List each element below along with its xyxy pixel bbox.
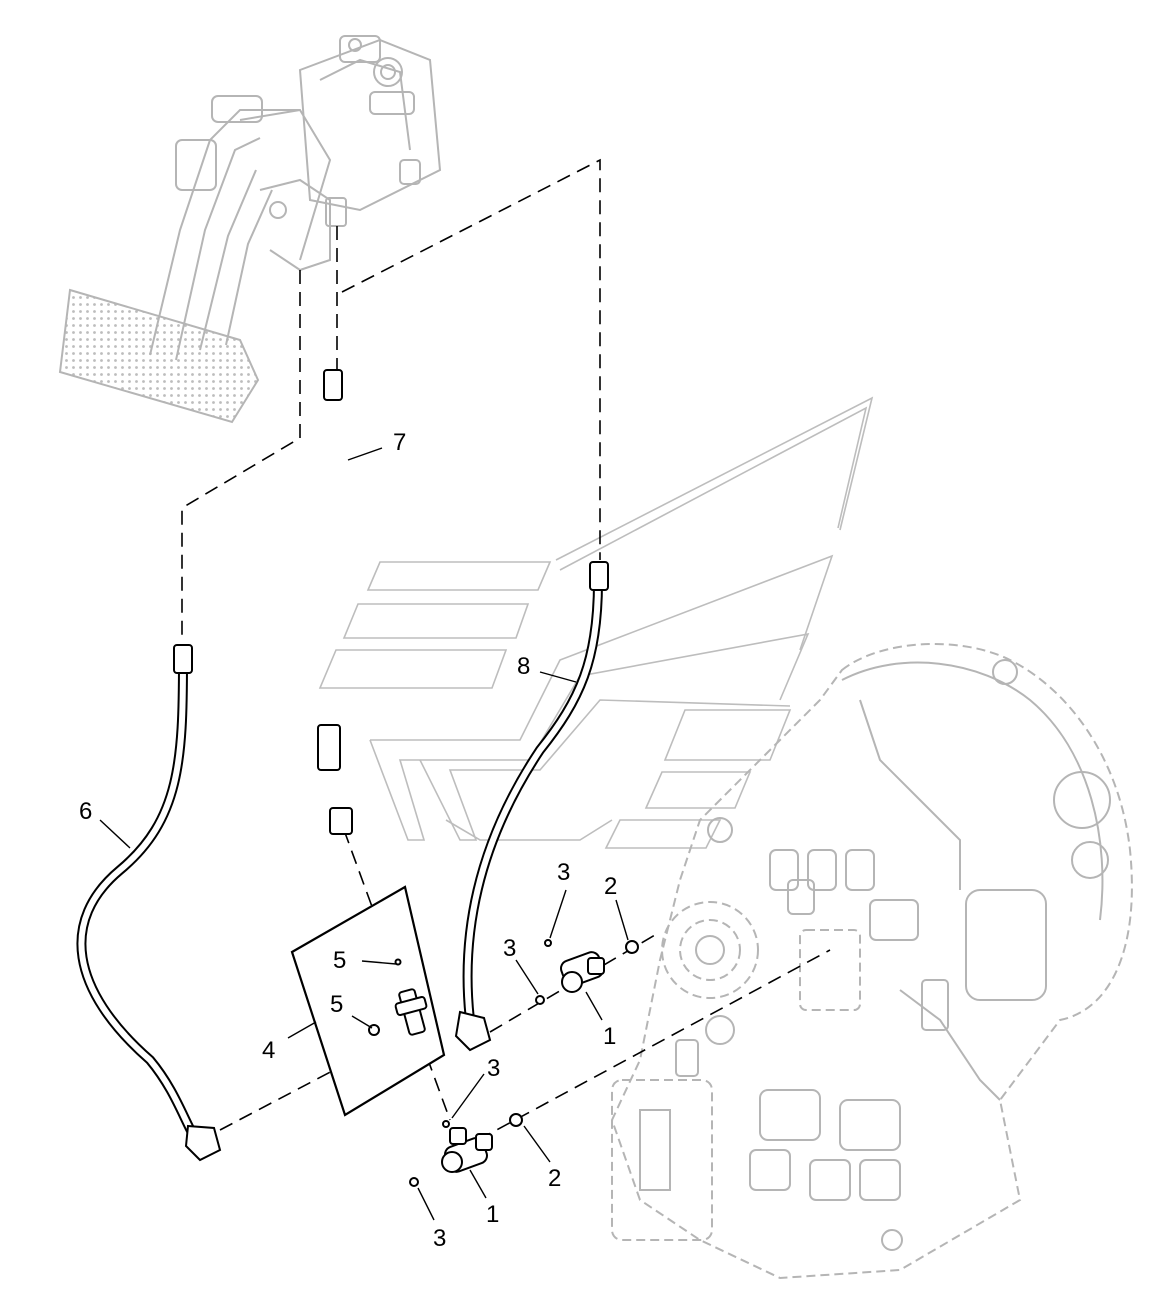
- watermark-logo: [318, 396, 874, 849]
- callout-3-bottom: 3: [433, 1225, 446, 1252]
- callout-8: 8: [517, 653, 530, 680]
- callout-2-lower: 2: [548, 1165, 561, 1192]
- callout-5-lower: 5: [330, 991, 343, 1018]
- callout-5-upper: 5: [333, 947, 346, 974]
- oring-bottom: [409, 1177, 419, 1187]
- hose-6: [76, 644, 222, 1162]
- callout-4: 4: [262, 1037, 275, 1064]
- callout-1-lower: 1: [486, 1201, 499, 1228]
- adapter-fitting-lower: [441, 1127, 493, 1173]
- callouts: 7 8 6 4 5 5 3 3 2 1 3 2 1 3: [79, 429, 617, 1252]
- callout-3-mid: 3: [503, 935, 516, 962]
- oring-top: [544, 939, 552, 947]
- callout-2-upper: 2: [604, 873, 617, 900]
- callout-3-plate: 3: [487, 1055, 500, 1082]
- hose-8: [454, 561, 609, 1052]
- callout-3-top: 3: [557, 859, 570, 886]
- washer-upper: [625, 940, 639, 954]
- callout-7: 7: [393, 429, 406, 456]
- oring-plate-bottom: [442, 1120, 450, 1128]
- hose-7: [249, 369, 353, 835]
- bracket-plate-4: [290, 885, 446, 1117]
- oring-mid: [535, 995, 545, 1005]
- adapter-fitting-upper: [560, 951, 605, 993]
- callout-6: 6: [79, 798, 92, 825]
- washer-lower: [509, 1113, 523, 1127]
- brake-pedal-assembly-ghost: [58, 35, 442, 424]
- fittings: [409, 939, 639, 1187]
- leader-lines: [99, 447, 629, 1221]
- transmission-ghost: [610, 642, 1133, 1280]
- callout-1-upper: 1: [603, 1023, 616, 1050]
